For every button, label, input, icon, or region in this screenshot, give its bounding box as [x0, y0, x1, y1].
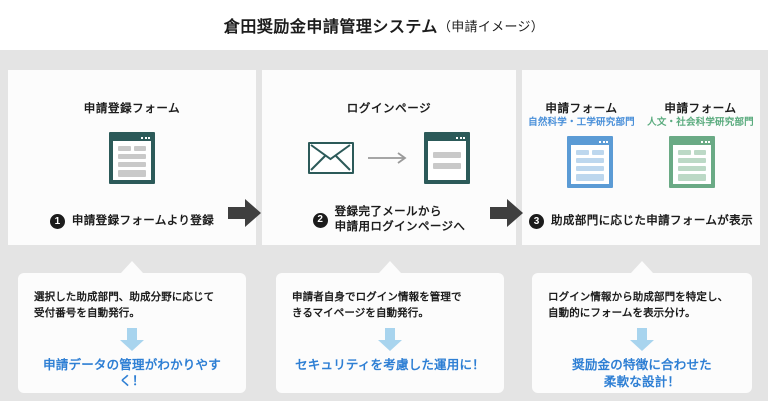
flow-step-3-panel: 申請フォーム 自然科学・工学研究部門 申請フォーム 人文・社会科学研究部門 [522, 70, 760, 245]
step-1-heading-wrap: 申請登録フォーム [8, 102, 256, 116]
title-main-text: 倉田奨励金申請管理システム [223, 19, 438, 36]
callout-2-desc-line1: 申請者自身でログイン情報を管理で [292, 291, 462, 303]
form-window-icon-green [669, 136, 715, 188]
flow-step-1-panel: 申請登録フォーム 1 申請登録フォームより登録 [8, 70, 256, 245]
callout-pointer [631, 261, 653, 273]
window-titlebar [426, 134, 468, 141]
window-body [428, 141, 466, 180]
callout-2-description: 申請者自身でログイン情報を管理で きるマイページを自動発行。 [292, 289, 488, 321]
callout-3-punch-line2: 柔軟な設計！ [603, 375, 681, 389]
callout-2-punchline: セキュリティを考慮した運用に！ [295, 358, 485, 372]
login-page-icon [424, 132, 470, 184]
step-2-heading-wrap: ログインページ [262, 102, 516, 116]
callout-row: 選択した助成部門、助成分野に応じて 受付番号を自動発行。 申請データの管理がわか… [0, 255, 768, 401]
step-3-caption-text: 助成部門に応じた申請フォームが表示 [551, 215, 753, 227]
step-1-caption-text: 申請登録フォームより登録 [71, 215, 215, 227]
down-arrow-icon [120, 328, 144, 351]
form-b-heading-group: 申請フォーム 人文・社会科学研究部門 [642, 102, 760, 129]
window-titlebar [569, 138, 611, 145]
thin-right-arrow-icon [368, 152, 407, 164]
callout-2-desc-line2: きるマイページを自動発行。 [292, 307, 429, 319]
window-body [571, 145, 609, 184]
envelope-icon [308, 142, 354, 174]
form-b-title: 申請フォーム [664, 103, 737, 115]
diagram-canvas: 申請登録フォーム 1 申請登録フォームより登録 [0, 50, 768, 401]
callout-3-description: ログイン情報から助成部門を特定し、 自動的にフォームを表示分け。 [548, 289, 736, 321]
step-3-heading-wrap: 申請フォーム 自然科学・工学研究部門 申請フォーム 人文・社会科学研究部門 [522, 102, 760, 129]
black-right-arrow-icon-2 [490, 199, 523, 227]
callout-1-desc-line2: 受付番号を自動発行。 [34, 307, 140, 319]
envelope-flap [310, 144, 351, 171]
window-titlebar [111, 134, 153, 141]
down-arrow-icon [630, 328, 654, 351]
step-2-caption: 2 登録完了メールから 申請用ログインページへ [262, 205, 516, 235]
step-1-icon-row [8, 132, 256, 184]
callout-box-3: ログイン情報から助成部門を特定し、 自動的にフォームを表示分け。 奨励金の特徴に… [532, 261, 752, 393]
title-sub-text: （申請イメージ） [437, 18, 545, 34]
window-body [673, 145, 711, 184]
callout-box-1: 選択した助成部門、助成分野に応じて 受付番号を自動発行。 申請データの管理がわか… [18, 261, 246, 393]
step-2-icon-row [262, 132, 516, 184]
callout-3-desc-line1: ログイン情報から助成部門を特定し、 [548, 291, 729, 303]
step-2-caption-line1: 登録完了メールから [334, 206, 442, 218]
callout-3-punch-line1: 奨励金の特徴に合わせた [572, 358, 712, 372]
step-2-caption-text: 登録完了メールから 申請用ログインページへ [335, 205, 466, 235]
form-window-icon-blue [567, 136, 613, 188]
window-body [113, 141, 151, 180]
step-2-heading: ログインページ [346, 103, 432, 115]
flow-strip: 申請登録フォーム 1 申請登録フォームより登録 [0, 70, 768, 245]
callout-3-punchline: 奨励金の特徴に合わせた 柔軟な設計！ [548, 357, 736, 391]
down-arrow-icon [378, 328, 402, 351]
window-titlebar [671, 138, 713, 145]
step-1-number: 1 [49, 214, 65, 229]
form-a-subtitle: 自然科学・工学研究部門 [528, 117, 635, 128]
step-1-caption: 1 申請登録フォームより登録 [8, 214, 256, 229]
step-3-caption: 3 助成部門に応じた申請フォームが表示 [522, 214, 760, 229]
callout-pointer [379, 261, 401, 273]
form-a-heading-group: 申請フォーム 自然科学・工学研究部門 [523, 102, 641, 129]
form-b-subtitle: 人文・社会科学研究部門 [647, 117, 754, 128]
callout-1-desc-line1: 選択した助成部門、助成分野に応じて [34, 291, 215, 303]
callout-1-punchline: 申請データの管理がわかりやすく！ [43, 358, 221, 388]
flow-step-2-panel: ログインページ [262, 70, 516, 245]
callout-pointer [121, 261, 143, 273]
form-a-title: 申請フォーム [545, 103, 618, 115]
callout-1-description: 選択した助成部門、助成分野に応じて 受付番号を自動発行。 [34, 289, 230, 321]
callout-box-2: 申請者自身でログイン情報を管理で きるマイページを自動発行。 セキュリティを考慮… [276, 261, 504, 393]
step-3-number: 3 [529, 214, 545, 229]
step-2-number: 2 [312, 212, 328, 228]
page-title: 倉田奨励金申請管理システム（申請イメージ） [0, 0, 768, 50]
step-2-caption-line2: 申請用ログインページへ [334, 221, 466, 233]
step-1-heading: 申請登録フォーム [83, 103, 181, 115]
black-right-arrow-icon-1 [228, 199, 261, 227]
callout-3-desc-line2: 自動的にフォームを表示分け。 [548, 307, 696, 319]
form-window-icon [109, 132, 155, 184]
step-3-icon-row [522, 136, 760, 188]
